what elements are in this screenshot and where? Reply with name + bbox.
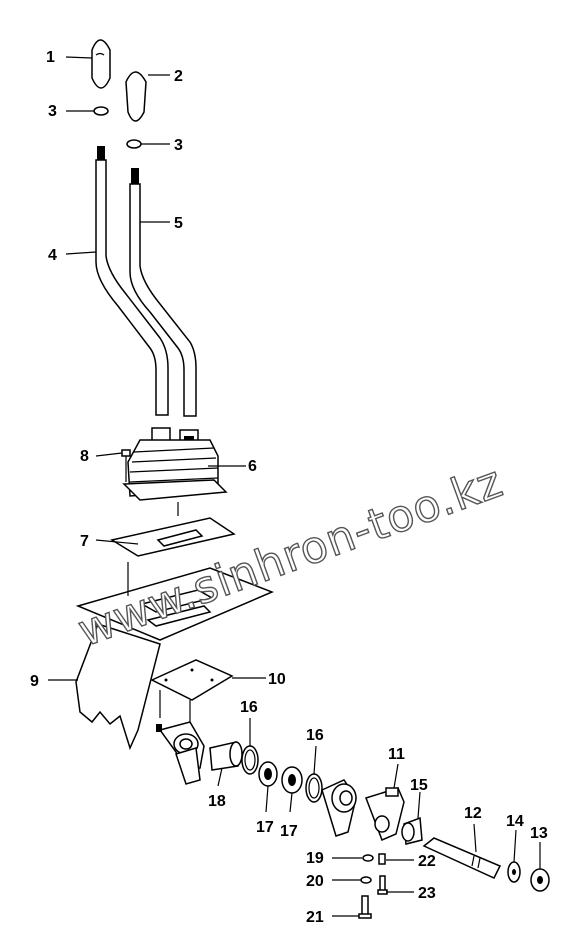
label-12: 12 — [464, 805, 482, 822]
bolt-21 — [358, 895, 372, 919]
plate-10 — [150, 659, 234, 722]
lever-5 — [129, 168, 197, 417]
label-1: 1 — [46, 49, 55, 66]
leader-lines — [48, 56, 541, 917]
label-11: 11 — [388, 746, 405, 763]
label-17-right: 17 — [280, 823, 298, 840]
label-2: 2 — [174, 68, 183, 85]
label-18: 18 — [208, 793, 226, 810]
washer-20 — [360, 876, 372, 884]
label-14: 14 — [506, 813, 524, 830]
label-3-left: 3 — [48, 103, 57, 120]
bushing-15 — [401, 816, 423, 845]
label-16-left: 16 — [240, 699, 258, 716]
lever-4 — [95, 146, 169, 416]
label-7: 7 — [80, 533, 89, 550]
pin-22 — [378, 853, 386, 865]
washer-3-right — [126, 139, 142, 149]
shaft-12 — [422, 837, 502, 879]
washer-3-left — [93, 106, 109, 116]
bearing-17-left — [258, 761, 278, 787]
gasket-7 — [110, 502, 236, 557]
knob-1 — [91, 39, 111, 89]
label-20: 20 — [306, 873, 324, 890]
bearing-17-right — [281, 766, 303, 794]
label-9: 9 — [30, 673, 39, 690]
pin-19 — [362, 854, 374, 862]
part-labels: 1 2 3 3 4 5 6 7 8 9 10 11 12 13 14 15 16… — [30, 49, 548, 926]
arm-11 — [365, 787, 405, 841]
label-23: 23 — [418, 885, 436, 902]
label-17-left: 17 — [256, 819, 274, 836]
bolt-23 — [377, 875, 388, 895]
pivot-housing — [156, 721, 205, 785]
label-5: 5 — [174, 215, 183, 232]
label-6: 6 — [248, 458, 257, 475]
label-15: 15 — [410, 777, 428, 794]
label-19: 19 — [306, 850, 324, 867]
bracket-9 — [75, 562, 274, 751]
label-3-right: 3 — [174, 137, 183, 154]
label-21: 21 — [306, 909, 324, 926]
label-13: 13 — [530, 825, 548, 842]
sleeve-18 — [209, 741, 243, 771]
label-10: 10 — [268, 671, 286, 688]
hub — [321, 779, 357, 837]
label-16-right: 16 — [306, 727, 324, 744]
boot-6 — [122, 427, 228, 501]
label-8: 8 — [80, 448, 89, 465]
label-22: 22 — [418, 853, 436, 870]
label-4: 4 — [48, 247, 57, 264]
knob-2 — [125, 71, 147, 122]
